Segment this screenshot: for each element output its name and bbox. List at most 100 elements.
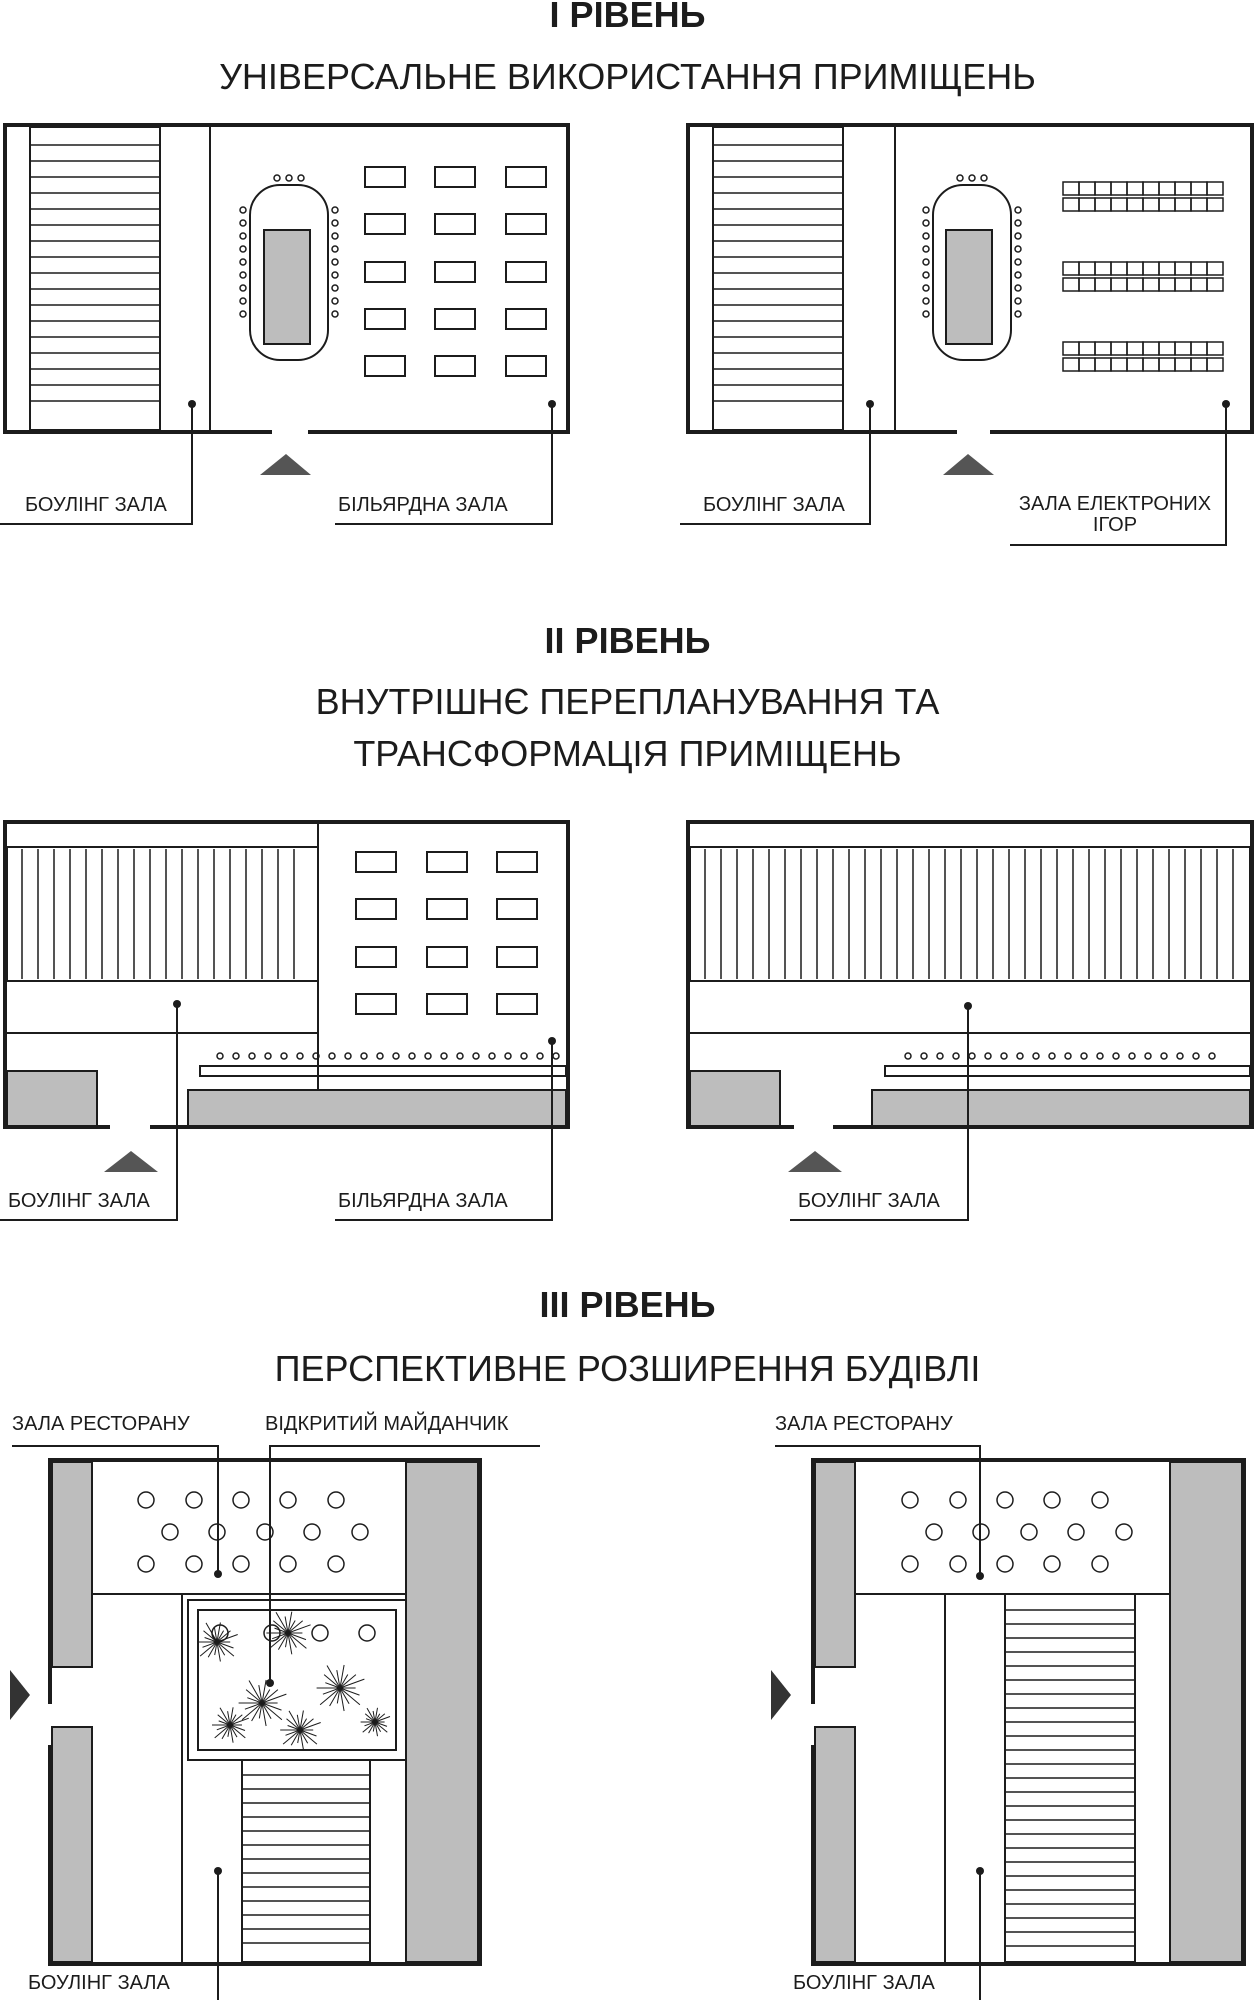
arcade-machine bbox=[1174, 357, 1192, 372]
arcade-machine bbox=[1078, 277, 1096, 292]
tree-branch bbox=[219, 1707, 231, 1726]
tree-canopy bbox=[360, 1707, 391, 1737]
arcade-machine bbox=[1062, 357, 1080, 372]
seat bbox=[922, 284, 930, 292]
tree-branch bbox=[290, 1729, 301, 1746]
table bbox=[355, 946, 397, 968]
plan-1-left bbox=[0, 123, 570, 525]
table bbox=[434, 355, 476, 377]
tree-branch bbox=[229, 1714, 237, 1726]
tree-branch bbox=[216, 1641, 235, 1657]
leader-bowling bbox=[214, 1867, 222, 2000]
leader-bowling bbox=[0, 1000, 181, 1221]
restaurant-table bbox=[303, 1523, 321, 1541]
bar-counter bbox=[871, 1052, 1251, 1127]
arcade-machine bbox=[1078, 357, 1096, 372]
tree-branch bbox=[299, 1729, 309, 1744]
arcade-machine bbox=[1190, 277, 1208, 292]
seat bbox=[1032, 1052, 1040, 1060]
seat bbox=[1014, 271, 1022, 279]
arcade-machine bbox=[1126, 197, 1144, 212]
service-block bbox=[6, 1070, 98, 1127]
tree-branch bbox=[261, 1679, 267, 1704]
tree-branch bbox=[274, 1627, 289, 1634]
level-3-title: ІІІ РІВЕНЬ bbox=[539, 1284, 716, 1325]
tree-branch bbox=[299, 1729, 317, 1737]
arcade-machine bbox=[1062, 341, 1080, 356]
table bbox=[496, 993, 538, 1015]
seat bbox=[312, 1052, 320, 1060]
seat bbox=[956, 174, 964, 182]
leader-bowling bbox=[680, 400, 874, 525]
tree-branch bbox=[299, 1718, 314, 1731]
arcade-machine bbox=[1078, 181, 1096, 196]
seat bbox=[1096, 1052, 1104, 1060]
table bbox=[496, 898, 538, 920]
arcade-machine bbox=[1094, 181, 1112, 196]
table bbox=[426, 898, 468, 920]
seat bbox=[232, 1052, 240, 1060]
plan-3-left bbox=[10, 1445, 540, 2000]
tree-branch bbox=[272, 1632, 289, 1640]
restaurant-table bbox=[327, 1555, 345, 1573]
seat bbox=[1144, 1052, 1152, 1060]
seat bbox=[273, 174, 281, 182]
tree-branch bbox=[336, 1687, 341, 1704]
arcade-machine bbox=[1126, 341, 1144, 356]
restaurant-table bbox=[949, 1555, 967, 1573]
seat bbox=[984, 1052, 992, 1060]
tree-branch bbox=[374, 1721, 388, 1727]
arcade-machine bbox=[1126, 181, 1144, 196]
tree-branch bbox=[258, 1702, 263, 1719]
label-restaurant-hall: ЗАЛА РЕСТОРАНУ bbox=[775, 1413, 953, 1435]
tree-branch bbox=[374, 1707, 378, 1723]
tree-branch bbox=[364, 1713, 376, 1723]
tree-branch bbox=[229, 1714, 243, 1726]
seat bbox=[1128, 1052, 1136, 1060]
tree-branch bbox=[277, 1632, 289, 1650]
seat bbox=[331, 310, 339, 318]
table bbox=[505, 261, 547, 283]
label-bowling-hall: БОУЛІНГ ЗАЛА bbox=[793, 1972, 935, 1994]
seat bbox=[239, 245, 247, 253]
tree-branch bbox=[339, 1678, 365, 1689]
restaurant-table bbox=[232, 1491, 250, 1509]
seat bbox=[920, 1052, 928, 1060]
arcade-machine bbox=[1062, 197, 1080, 212]
tree-branch bbox=[364, 1721, 376, 1727]
arcade-machine bbox=[1094, 341, 1112, 356]
arcade-machine bbox=[1158, 357, 1176, 372]
arcade-machine bbox=[1062, 261, 1080, 276]
arcade-machine bbox=[1062, 181, 1080, 196]
tree-branch bbox=[323, 1674, 341, 1689]
arcade-machine bbox=[1190, 181, 1208, 196]
arcade-machine bbox=[1078, 341, 1096, 356]
seat bbox=[922, 310, 930, 318]
tree-branch bbox=[299, 1710, 304, 1731]
seat bbox=[922, 258, 930, 266]
table bbox=[434, 166, 476, 188]
arcade-machine bbox=[1158, 277, 1176, 292]
tree-branch bbox=[203, 1630, 218, 1643]
level-3-subtitle: ПЕРСПЕКТИВНЕ РОЗШИРЕННЯ БУДІВЛІ bbox=[274, 1348, 981, 1389]
restaurant-table bbox=[279, 1491, 297, 1509]
arcade-machine bbox=[1206, 357, 1224, 372]
tree-branch bbox=[229, 1717, 249, 1726]
seat bbox=[331, 206, 339, 214]
leader-restaurant bbox=[775, 1445, 984, 1580]
restaurant-table bbox=[279, 1555, 297, 1573]
level-2-subtitle-line-2: ТРАНСФОРМАЦІЯ ПРИМІЩЕНЬ bbox=[353, 733, 902, 774]
seat bbox=[980, 174, 988, 182]
seat bbox=[1014, 284, 1022, 292]
tree-branch bbox=[374, 1713, 386, 1723]
restaurant-table bbox=[996, 1491, 1014, 1509]
tree-branch bbox=[216, 1630, 225, 1643]
tree-canopy bbox=[197, 1622, 238, 1662]
tree-branch bbox=[261, 1693, 287, 1704]
terrace-table bbox=[358, 1624, 376, 1642]
seat bbox=[1048, 1052, 1056, 1060]
seat bbox=[904, 1052, 912, 1060]
seat bbox=[392, 1052, 400, 1060]
arcade-machine bbox=[1094, 277, 1112, 292]
